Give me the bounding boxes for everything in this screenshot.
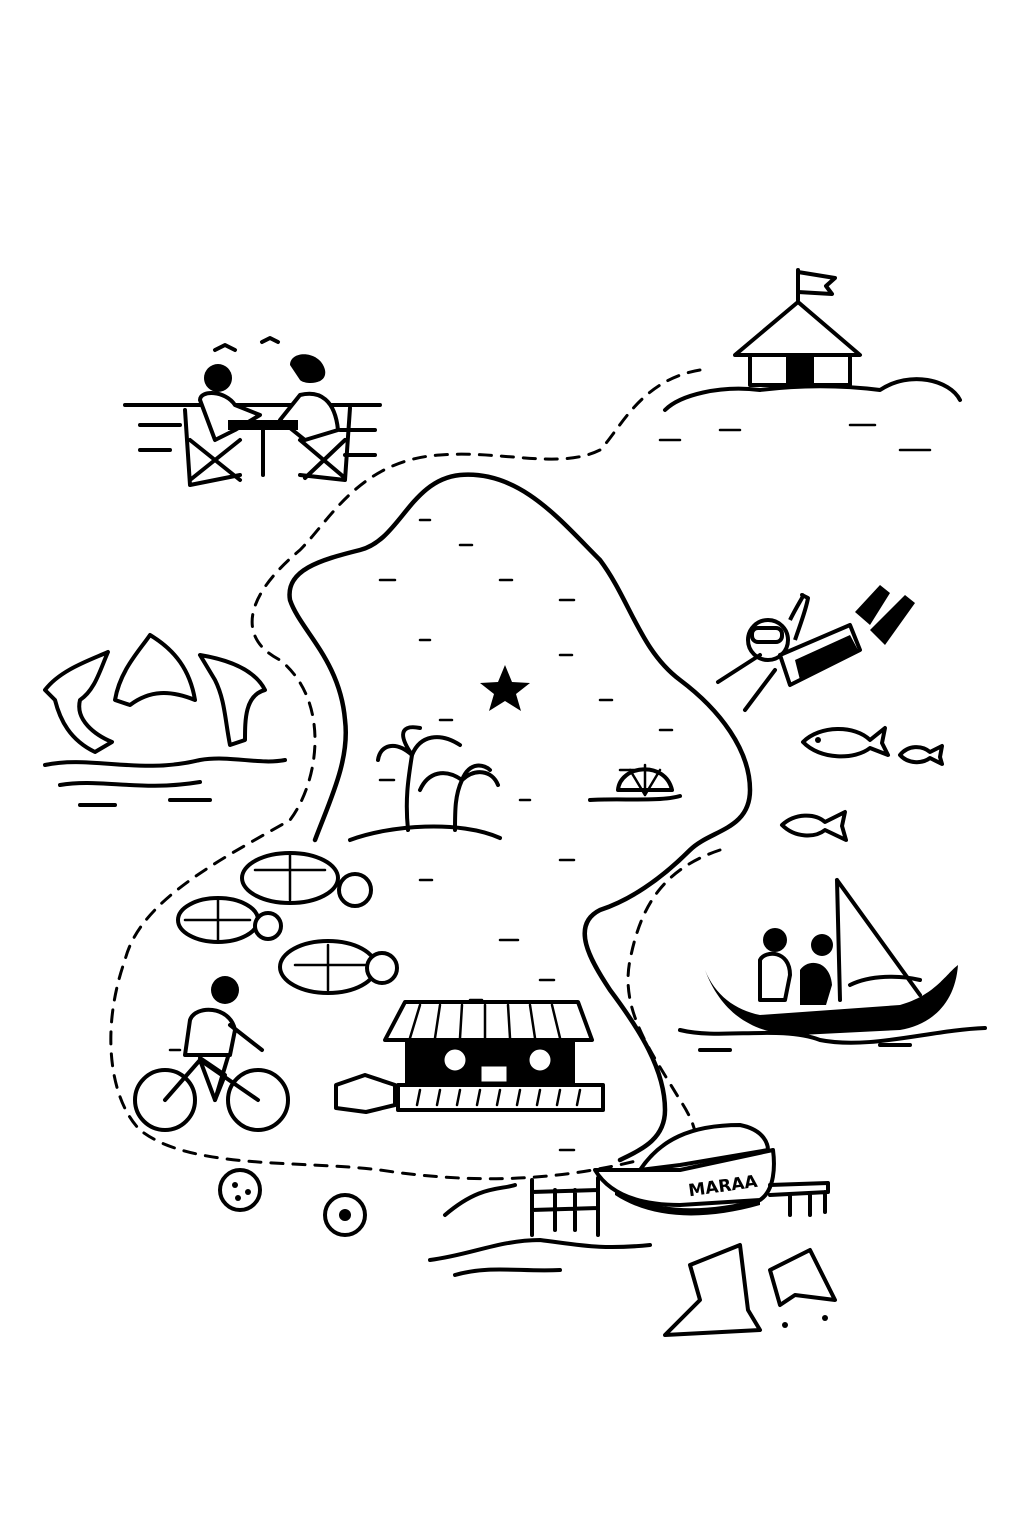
dashed-route-outer <box>109 368 702 1181</box>
stingrays <box>663 1243 837 1337</box>
motorboat: MARAA <box>428 1123 830 1277</box>
dining-couple <box>123 336 382 487</box>
star-icon <box>480 665 530 711</box>
palm-trees <box>348 725 502 842</box>
seashell <box>588 763 682 802</box>
market-stall <box>334 1000 605 1114</box>
sea-turtles <box>176 851 399 995</box>
cyclist <box>133 976 290 1132</box>
dolphins <box>43 633 287 807</box>
snorkeler <box>716 585 915 712</box>
beach-hut <box>658 268 962 452</box>
sailing-canoe <box>678 878 987 1052</box>
dashed-route-inner <box>626 848 722 1167</box>
island-outline <box>287 472 753 1163</box>
baby-turtles <box>218 1168 367 1237</box>
fish <box>780 726 944 842</box>
